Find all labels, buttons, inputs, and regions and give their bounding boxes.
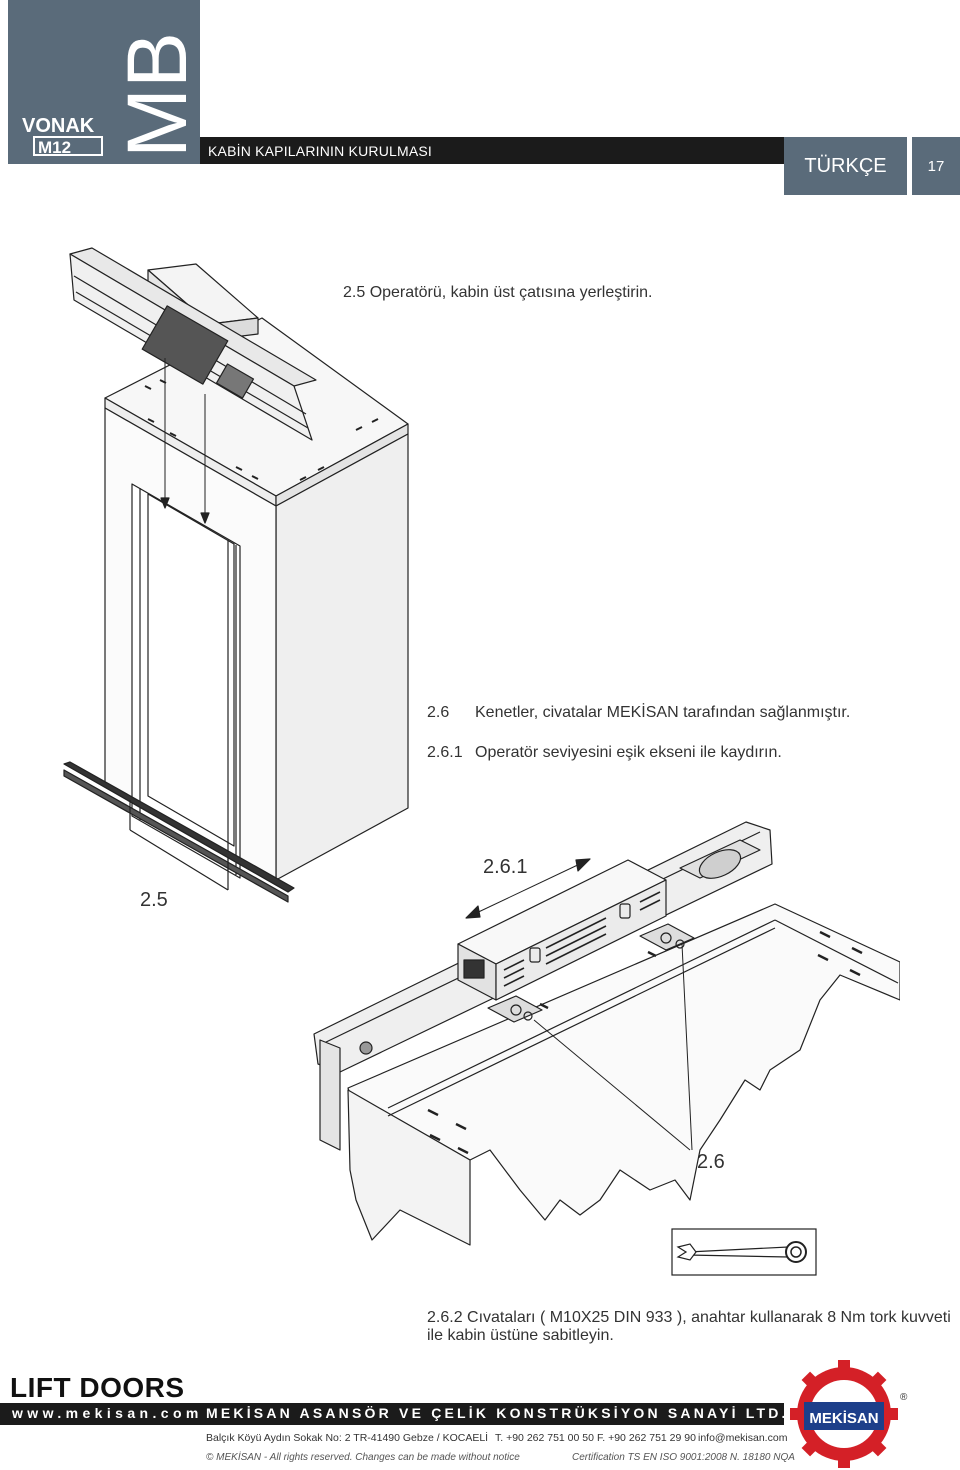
cabin-operator-drawing xyxy=(63,247,409,903)
logo-mb: MB xyxy=(110,32,200,158)
step-2-6-number: 2.6 xyxy=(427,704,450,721)
logo-m12: M12 xyxy=(38,138,71,157)
footer-bar xyxy=(0,1403,784,1425)
header-bar xyxy=(200,137,784,164)
brand-logo: VONAK M12 MB xyxy=(22,32,200,158)
website-link[interactable]: www.mekisan.com xyxy=(12,1405,203,1421)
mekisan-logo: MEKİSAN ® xyxy=(790,1360,908,1468)
wrench-icon xyxy=(671,1228,817,1276)
figure-label-2-5: 2.5 xyxy=(140,889,168,911)
step-2-6-1-number: 2.6.1 xyxy=(427,744,463,761)
registered-mark: ® xyxy=(900,1392,908,1403)
page-number: 17 xyxy=(912,137,960,195)
fax: F. +90 262 751 29 90 xyxy=(597,1432,696,1444)
company-name: MEKİSAN ASANSÖR VE ÇELİK KONSTRÜKSİYON S… xyxy=(206,1405,835,1421)
language-badge: TÜRKÇE xyxy=(784,137,907,195)
section-title: KABİN KAPILARININ KURULMASI xyxy=(208,143,433,159)
phone: T. +90 262 751 00 50 xyxy=(495,1432,594,1444)
step-2-6-2: 2.6.2 Cıvataları ( M10X25 DIN 933 ), ana… xyxy=(427,1309,951,1344)
certification: Certification TS EN ISO 9001:2008 N. 181… xyxy=(572,1452,795,1463)
step-2-6-text: Kenetler, civatalar MEKİSAN tarafından s… xyxy=(475,704,851,721)
step-2-6-1-text: Operatör seviyesini eşik ekseni ile kayd… xyxy=(475,744,782,761)
email-link[interactable]: info@mekisan.com xyxy=(698,1432,788,1444)
figure-label-2-6-1: 2.6.1 xyxy=(483,856,528,878)
logo-mekisan-text: MEKİSAN xyxy=(809,1410,878,1427)
operator-roof-detail-drawing xyxy=(313,821,900,1246)
step-2-5: 2.5 Operatörü, kabin üst çatısına yerleş… xyxy=(343,284,653,301)
address: Balçık Köyü Aydın Sokak No: 2 TR-41490 G… xyxy=(206,1432,489,1444)
figure-label-2-6: 2.6 xyxy=(697,1151,725,1173)
lift-doors-heading: LIFT DOORS xyxy=(10,1372,185,1403)
logo-vonak: VONAK xyxy=(22,115,95,137)
rights-notice: © MEKİSAN - All rights reserved. Changes… xyxy=(206,1452,520,1463)
